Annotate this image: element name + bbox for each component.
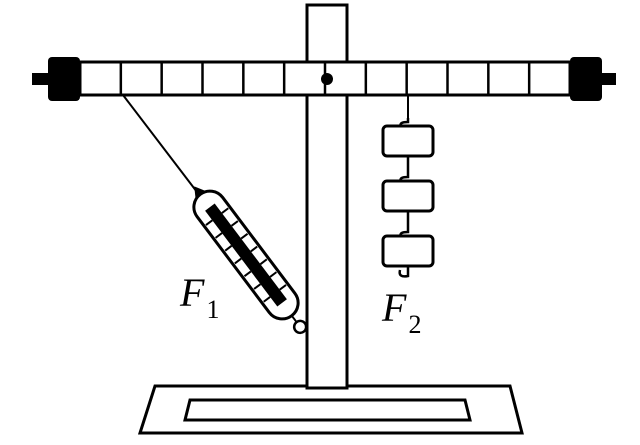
spring-scale-ticks xyxy=(205,207,287,303)
left-balance-nut xyxy=(32,57,80,101)
spring-scale-string xyxy=(122,94,198,193)
weight-hook xyxy=(399,211,410,237)
scale-tick-left xyxy=(234,257,242,265)
weight-hook xyxy=(399,156,410,182)
stand-base xyxy=(137,384,524,435)
scale-tick-right xyxy=(259,258,268,265)
scale-tick-right xyxy=(269,271,278,278)
scale-tick-left xyxy=(243,270,252,278)
hanging-weights xyxy=(381,95,435,278)
scale-tick-right xyxy=(230,220,239,227)
pivot-point xyxy=(321,73,333,85)
spring-scale-bottom-rod xyxy=(290,315,298,323)
weight-hook xyxy=(398,266,410,278)
scale-tick-right xyxy=(279,284,287,291)
right-balance-nut xyxy=(570,57,616,101)
spring-scale-slot xyxy=(205,203,287,307)
scale-tick-left xyxy=(253,283,262,290)
label-f2: F2 xyxy=(381,285,421,339)
scale-tick-right xyxy=(221,207,229,214)
spring-scale-top-cap xyxy=(194,186,206,198)
scale-tick-left xyxy=(224,245,233,252)
scale-tick-left xyxy=(263,296,271,303)
weight-block xyxy=(381,124,435,158)
label-f1: F1 xyxy=(179,270,219,324)
spring-scale xyxy=(192,186,308,335)
scale-tick-right xyxy=(240,232,249,240)
lever-dividers xyxy=(119,62,531,95)
scale-tick-left xyxy=(205,219,213,226)
scale-tick-left xyxy=(214,232,223,239)
weight-block xyxy=(381,179,435,213)
weight-block xyxy=(381,234,435,268)
spring-scale-ring xyxy=(292,319,308,335)
scale-tick-right xyxy=(250,245,258,253)
